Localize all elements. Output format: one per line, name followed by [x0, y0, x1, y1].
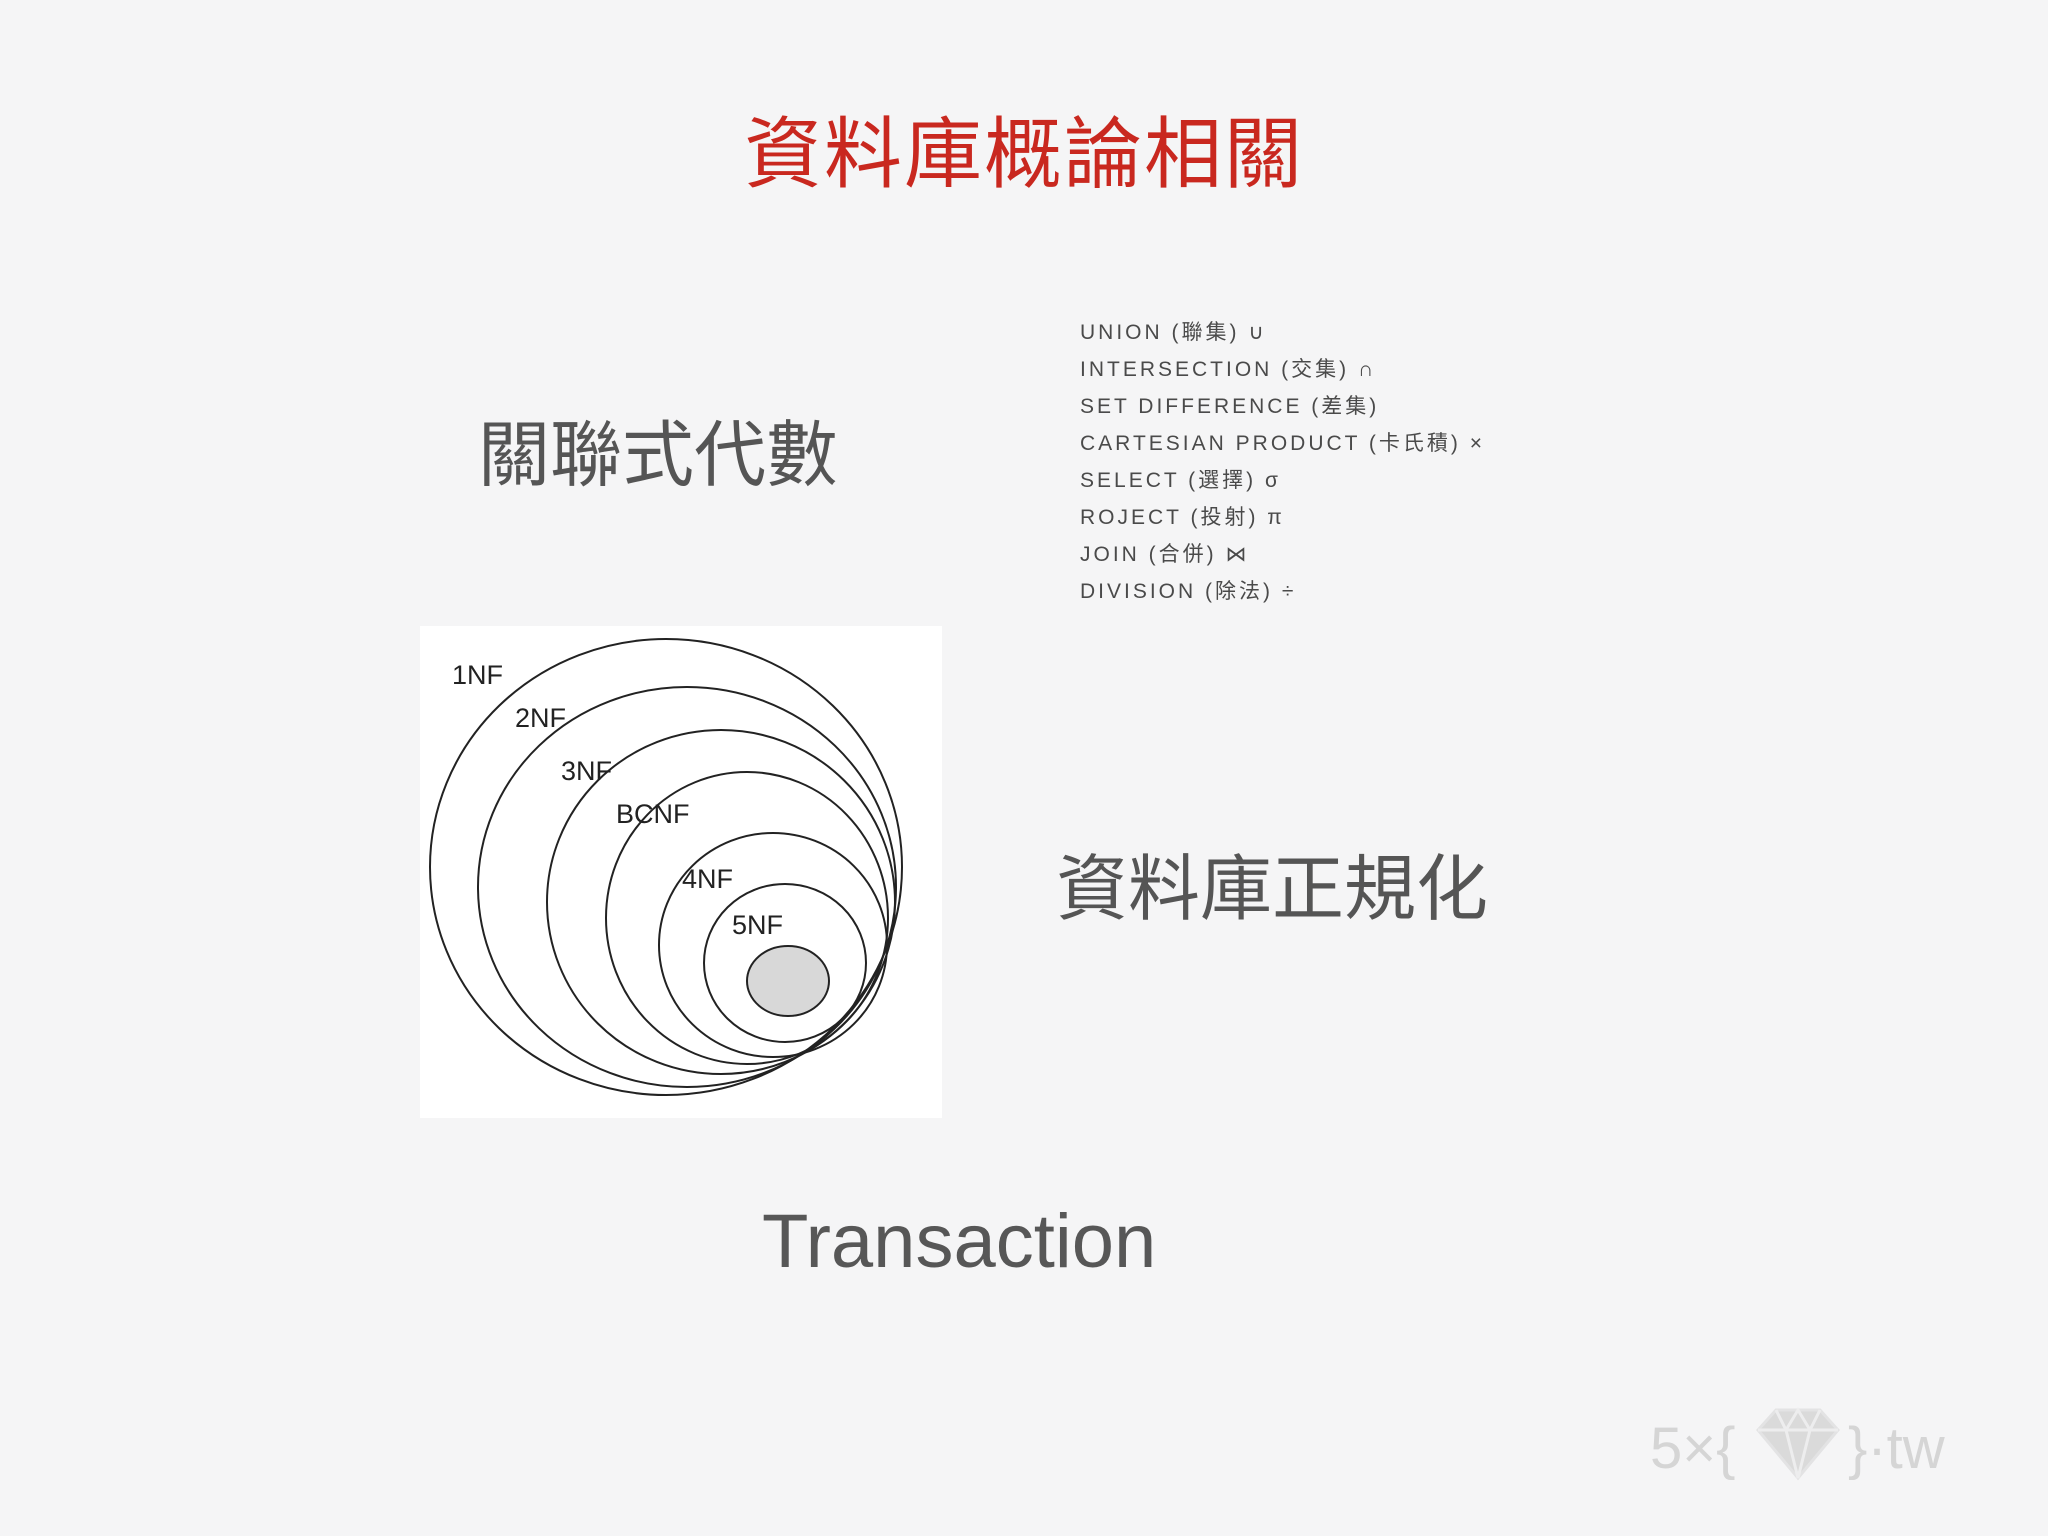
normal-forms-svg: 1NF 2NF 3NF BCNF 4NF 5NF [429, 638, 903, 1096]
nf-label-4nf: 4NF [682, 864, 733, 894]
nf-label-bcnf: BCNF [616, 799, 690, 829]
nf-circle-1nf [429, 638, 903, 1096]
operations-list: UNION (聯集) ∪ INTERSECTION (交集) ∩ SET DIF… [1080, 318, 1485, 614]
operation-cartesian-product: CARTESIAN PRODUCT (卡氏積) × [1080, 432, 1486, 455]
nf-label-2nf: 2NF [515, 703, 566, 733]
operation-join: JOIN (合併) ⋈ [1080, 543, 1250, 566]
nf-circle-4nf [658, 832, 888, 1058]
operation-division: DIVISION (除法) ÷ [1080, 580, 1297, 603]
watermark-text-left: 5×{ [1650, 1416, 1736, 1481]
nf-label-5nf: 5NF [732, 910, 783, 940]
slide-title: 資料庫概論相關 [743, 110, 1304, 200]
normal-forms-diagram: 1NF 2NF 3NF BCNF 4NF 5NF [420, 626, 942, 1118]
nf-label-3nf: 3NF [561, 756, 612, 786]
relational-algebra-heading: 關聯式代數 [478, 413, 839, 497]
operation-select: SELECT (選擇) σ [1080, 469, 1281, 492]
operation-set-difference: SET DIFFERENCE (差集) [1080, 395, 1380, 418]
nf-circle-5nf [703, 883, 867, 1043]
watermark-text-right: }·tw [1848, 1416, 1946, 1481]
operation-union: UNION (聯集) ∪ [1080, 321, 1267, 344]
nf-core-region [746, 945, 830, 1017]
nf-circle-3nf [546, 729, 896, 1075]
normalization-heading: 資料庫正規化 [1056, 847, 1489, 931]
transaction-heading: Transaction [762, 1199, 1157, 1284]
nf-circle-bcnf [605, 771, 889, 1065]
watermark-logo: 5×{ }·tw [1650, 1392, 2000, 1492]
gem-icon [1756, 1407, 1840, 1481]
operation-intersection: INTERSECTION (交集) ∩ [1080, 358, 1377, 381]
operation-project: ROJECT (投射) π [1080, 506, 1285, 529]
nf-label-1nf: 1NF [452, 660, 503, 690]
nf-circle-2nf [477, 686, 897, 1088]
